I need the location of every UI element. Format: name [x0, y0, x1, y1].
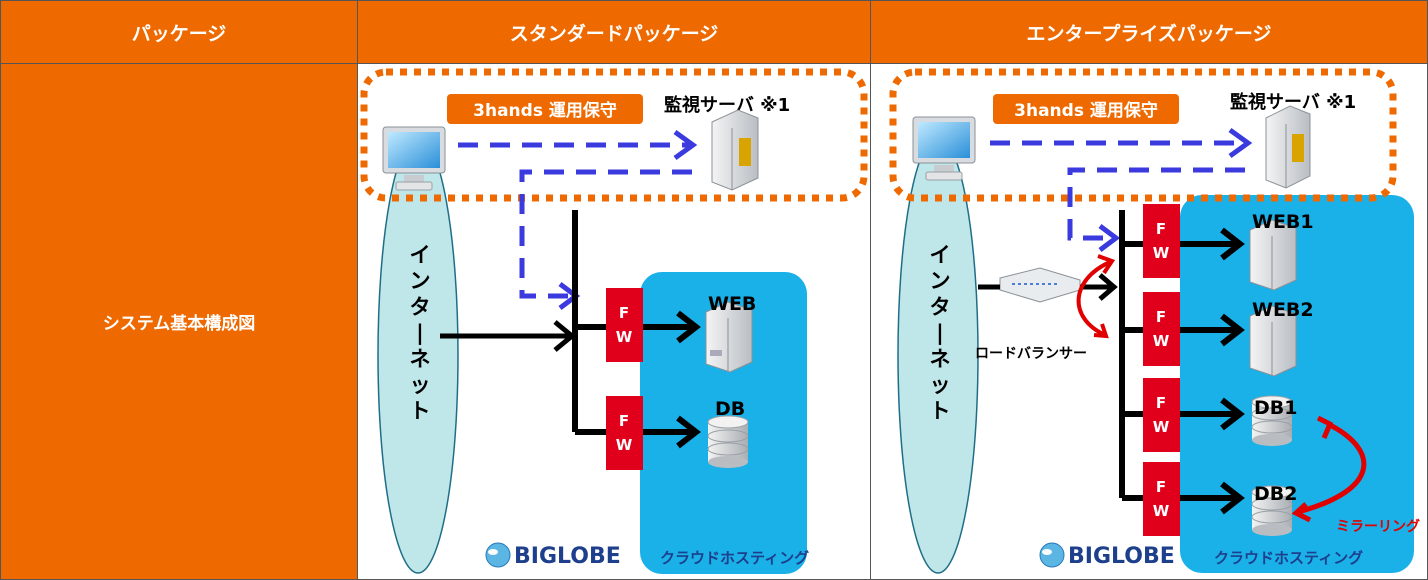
firewall-2: F W [606, 396, 643, 470]
firewall-4: F W [1143, 462, 1180, 536]
biglobe-logo: BIGLOBE クラウドホスティング [1039, 542, 1363, 569]
svg-text:BIGLOBE: BIGLOBE [514, 544, 621, 569]
svg-text:BIGLOBE: BIGLOBE [1068, 544, 1175, 569]
ops-monitor-box [360, 68, 868, 202]
row-label: システム基本構成図 [0, 63, 358, 580]
svg-text:W: W [616, 436, 633, 454]
internet-label: インタ|ネット [410, 243, 431, 423]
load-balancer-icon [999, 267, 1081, 303]
header-package: パッケージ [0, 0, 358, 64]
enterprise-diagram: インタ|ネット 3hands 運用保守 監視サーバ ※1 ロードバランサー [889, 68, 1420, 574]
web2-server-icon [1249, 305, 1297, 377]
internet-label: インタ|ネット [930, 243, 951, 423]
db1-icon [1251, 395, 1293, 446]
ops-label-box [993, 94, 1179, 124]
cloud-area [1180, 195, 1414, 573]
db-icon [707, 415, 749, 468]
svg-text:F: F [1156, 478, 1166, 496]
svg-text:F: F [1156, 220, 1166, 238]
load-balancer-label: ロードバランサー [975, 346, 1087, 362]
header-enterprise: エンタープライズパッケージ [870, 0, 1428, 64]
db1-label: DB1 [1254, 397, 1297, 419]
web1-label: WEB1 [1252, 211, 1314, 233]
svg-text:F: F [1156, 308, 1166, 326]
ops-label: 3hands 運用保守 [1014, 100, 1158, 121]
db-label: DB [715, 398, 745, 420]
monitor-label: 監視サーバ ※1 [664, 94, 790, 116]
firewall-1: F W [606, 288, 643, 362]
svg-text:F: F [1156, 394, 1166, 412]
firewall-1: F W [1143, 204, 1180, 278]
standard-diagram: インタ|ネット 3hands 運用保守 監視サーバ ※1 [360, 68, 868, 574]
svg-text:W: W [1153, 332, 1170, 350]
svg-text:W: W [616, 328, 633, 346]
web-label: WEB [708, 293, 756, 315]
monitor-label: 監視サーバ ※1 [1230, 91, 1356, 113]
svg-text:F: F [619, 304, 629, 322]
svg-text:クラウドホスティング: クラウドホスティング [660, 549, 809, 567]
svg-text:W: W [1153, 502, 1170, 520]
firewall-3: F W [1143, 378, 1180, 452]
firewall-2: F W [1143, 292, 1180, 366]
web-server-icon [705, 301, 753, 373]
db2-label: DB2 [1254, 483, 1297, 505]
web2-label: WEB2 [1252, 299, 1314, 321]
svg-text:W: W [1153, 244, 1170, 262]
svg-text:W: W [1153, 418, 1170, 436]
db2-icon [1251, 485, 1293, 536]
svg-text:F: F [619, 412, 629, 430]
server-icon [1265, 105, 1311, 189]
mirroring-label: ミラーリング [1336, 518, 1420, 535]
ops-monitor-box [889, 68, 1397, 202]
pc-icon [382, 126, 446, 191]
server-icon [711, 109, 759, 191]
svg-text:クラウドホスティング: クラウドホスティング [1214, 549, 1363, 567]
pc-icon [912, 116, 976, 181]
biglobe-logo: BIGLOBE クラウドホスティング [485, 542, 809, 569]
ops-label: 3hands 運用保守 [473, 100, 617, 121]
web1-server-icon [1249, 219, 1297, 291]
ops-label-box [447, 94, 643, 124]
